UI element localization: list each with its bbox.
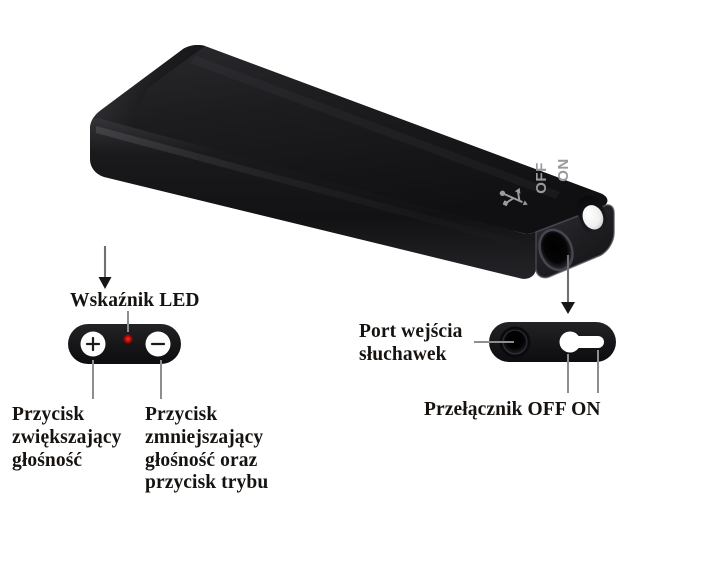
device-top-face <box>97 45 608 234</box>
label-volume-down: Przycisk zmniejszający głośność oraz prz… <box>145 404 269 494</box>
volume-down-button[interactable] <box>145 331 171 357</box>
label-headphone-port: Port wejścia słuchawek <box>359 321 463 365</box>
switch-knob[interactable] <box>559 331 581 353</box>
device-label-on: ON <box>555 158 572 182</box>
device-end-face-rim <box>535 204 615 279</box>
label-power-switch: Przełącznik OFF ON <box>424 399 601 420</box>
device-switch-knob[interactable] <box>579 202 607 233</box>
headphone-jack-port[interactable] <box>499 326 531 358</box>
label-led-indicator: Wskaźnik LED <box>70 290 200 311</box>
volume-up-button[interactable] <box>80 331 106 357</box>
usb-icon <box>499 187 528 207</box>
led-indicator <box>123 334 133 344</box>
label-volume-up: Przycisk zwiększający głośność <box>12 404 122 471</box>
arrow-to-port-detail <box>561 255 575 314</box>
arrow-to-control-panel <box>98 246 112 289</box>
device-switch-markings: ON OFF <box>533 158 572 194</box>
power-switch-control[interactable] <box>559 331 605 353</box>
device-label-off: OFF <box>533 162 550 194</box>
device-edge-highlight <box>96 126 520 247</box>
device-jack-port <box>538 228 574 272</box>
device-top-sheen <box>190 56 560 199</box>
device-power-switch[interactable] <box>572 192 611 239</box>
